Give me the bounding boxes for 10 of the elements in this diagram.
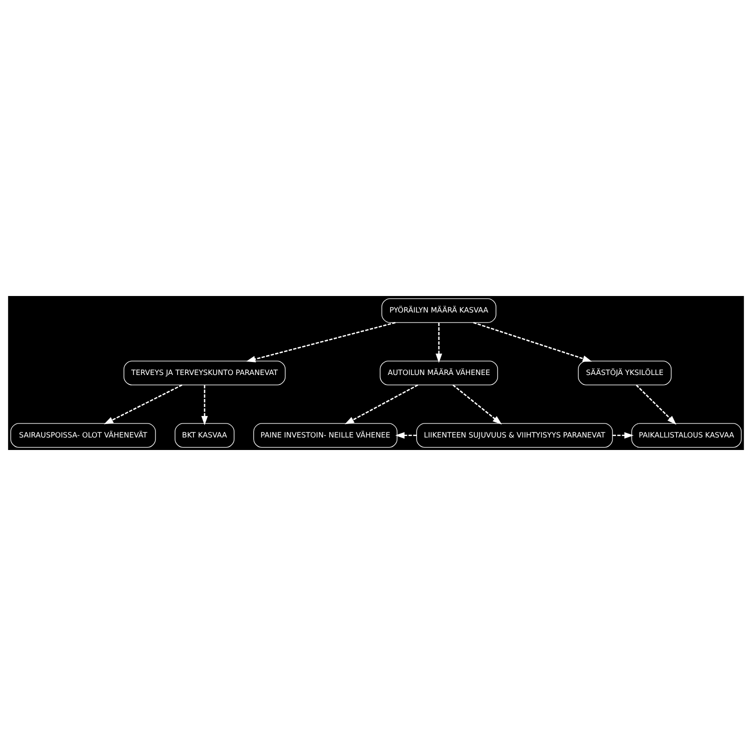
arrow (395, 432, 416, 438)
arrow (436, 322, 442, 362)
arrow (344, 384, 418, 424)
arrow (246, 321, 396, 362)
arrow (473, 321, 592, 362)
arrow (452, 384, 502, 424)
arrow (104, 384, 182, 424)
arrow (636, 384, 676, 424)
arrow (612, 432, 634, 438)
arrow (201, 384, 208, 425)
